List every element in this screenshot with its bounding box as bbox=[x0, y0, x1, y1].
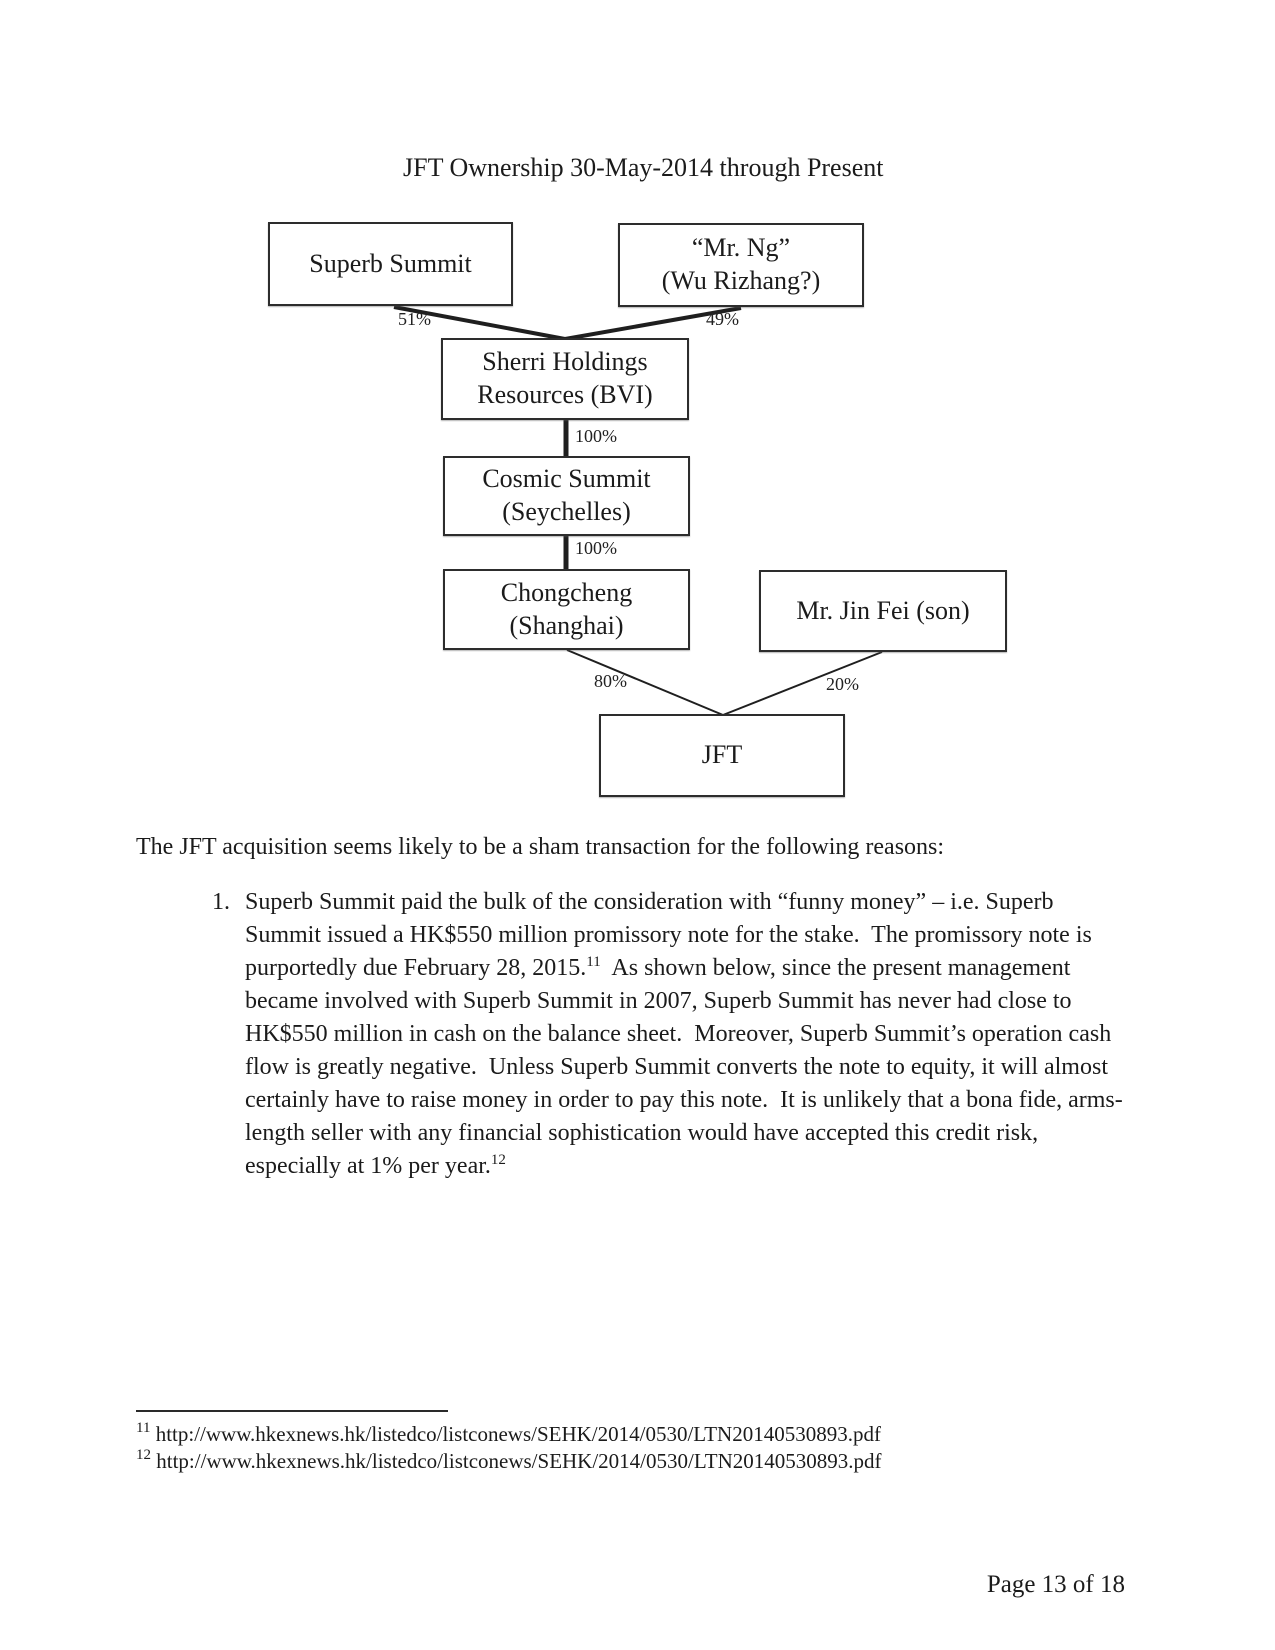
connector-ng-to-sherri bbox=[564, 306, 742, 341]
numbered-list-item-1: 1. Superb Summit paid the bulk of the co… bbox=[212, 886, 1124, 1183]
page-number: Page 13 of 18 bbox=[986, 1571, 1125, 1598]
list-item-text-part2: As shown below, since the present manage… bbox=[245, 955, 1123, 1179]
edge-label-100-percent-lower: 100% bbox=[575, 538, 617, 558]
node-chongcheng: Chongcheng (Shanghai) bbox=[443, 569, 690, 650]
footnote-url: http://www.hkexnews.hk/listedco/listcone… bbox=[155, 1422, 881, 1446]
list-item-text-part1: Superb Summit paid the bulk of the consi… bbox=[245, 889, 1098, 981]
node-jft: JFT bbox=[599, 714, 845, 797]
intro-paragraph: The JFT acquisition seems likely to be a… bbox=[136, 834, 945, 860]
node-sherri-holdings: Sherri Holdings Resources (BVI) bbox=[441, 338, 689, 420]
node-label: “Mr. Ng” bbox=[691, 233, 791, 263]
node-label: Superb Summit bbox=[309, 248, 472, 278]
list-item-number: 1. bbox=[212, 889, 230, 915]
edge-label-49-percent: 49% bbox=[706, 309, 739, 329]
edge-label-100-percent-upper: 100% bbox=[575, 426, 617, 446]
diagram-title: JFT Ownership 30-May-2014 through Presen… bbox=[403, 153, 884, 182]
edge-label-80-percent: 80% bbox=[594, 671, 627, 691]
node-label: Chongcheng bbox=[500, 577, 633, 607]
connector-jinfei-to-jft bbox=[722, 651, 883, 716]
footnote-reference-12: 12 bbox=[490, 1152, 506, 1168]
node-label: (Wu Rizhang?) bbox=[661, 266, 821, 295]
node-superb-summit: Superb Summit bbox=[268, 222, 513, 306]
node-label: (Shanghai) bbox=[509, 610, 624, 640]
node-jin-fei: Mr. Jin Fei (son) bbox=[759, 570, 1007, 652]
footnote-11: 11 http://www.hkexnews.hk/listedco/listc… bbox=[136, 1421, 881, 1448]
node-label: JFT bbox=[701, 740, 743, 770]
edge-label-51-percent: 51% bbox=[398, 309, 431, 329]
edge-label-20-percent: 20% bbox=[826, 674, 859, 694]
node-label: Sherri Holdings bbox=[482, 347, 648, 377]
node-mr-ng: “Mr. Ng” (Wu Rizhang?) bbox=[618, 223, 864, 307]
connector-lines bbox=[393, 305, 883, 716]
footnote-reference-11: 11 bbox=[586, 954, 601, 970]
node-label: (Seychelles) bbox=[502, 497, 631, 526]
node-label: Mr. Jin Fei (son) bbox=[796, 595, 970, 625]
footnote-url: http://www.hkexnews.hk/listedco/listcone… bbox=[156, 1449, 882, 1473]
node-label: Cosmic Summit bbox=[482, 464, 651, 494]
footnote-number: 12 bbox=[136, 1447, 151, 1463]
connector-chongcheng-to-jft bbox=[566, 649, 724, 716]
list-item-text: Superb Summit paid the bulk of the consi… bbox=[245, 886, 1124, 1183]
connector-superb-to-sherri bbox=[393, 305, 566, 341]
footnote-12: 12 http://www.hkexnews.hk/listedco/listc… bbox=[136, 1448, 882, 1475]
footnote-number: 11 bbox=[136, 1420, 151, 1436]
node-label: Resources (BVI) bbox=[477, 380, 653, 409]
node-cosmic-summit: Cosmic Summit (Seychelles) bbox=[443, 456, 690, 536]
footnote-divider bbox=[136, 1410, 448, 1412]
